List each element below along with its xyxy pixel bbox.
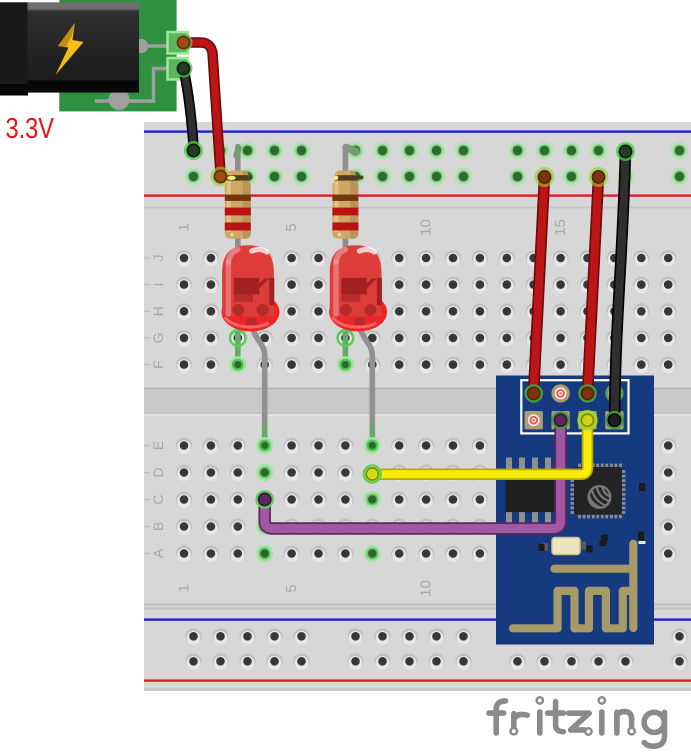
svg-text:I: I	[150, 283, 166, 287]
svg-text:1: 1	[176, 223, 193, 231]
svg-text:B: B	[150, 522, 166, 531]
svg-text:E: E	[150, 441, 166, 450]
svg-text:J: J	[150, 255, 166, 262]
svg-text:1: 1	[176, 584, 193, 592]
svg-text:5: 5	[283, 584, 300, 592]
svg-text:15: 15	[552, 219, 569, 236]
svg-text:10: 10	[418, 580, 435, 597]
svg-text:10: 10	[418, 219, 435, 236]
svg-text:H: H	[150, 306, 166, 316]
svg-text:C: C	[150, 494, 166, 504]
svg-text:5: 5	[283, 223, 300, 231]
svg-text:3.3V: 3.3V	[6, 113, 55, 145]
svg-text:G: G	[150, 332, 166, 343]
svg-text:A: A	[150, 548, 166, 558]
svg-text:D: D	[150, 467, 166, 477]
svg-text:F: F	[150, 360, 166, 369]
